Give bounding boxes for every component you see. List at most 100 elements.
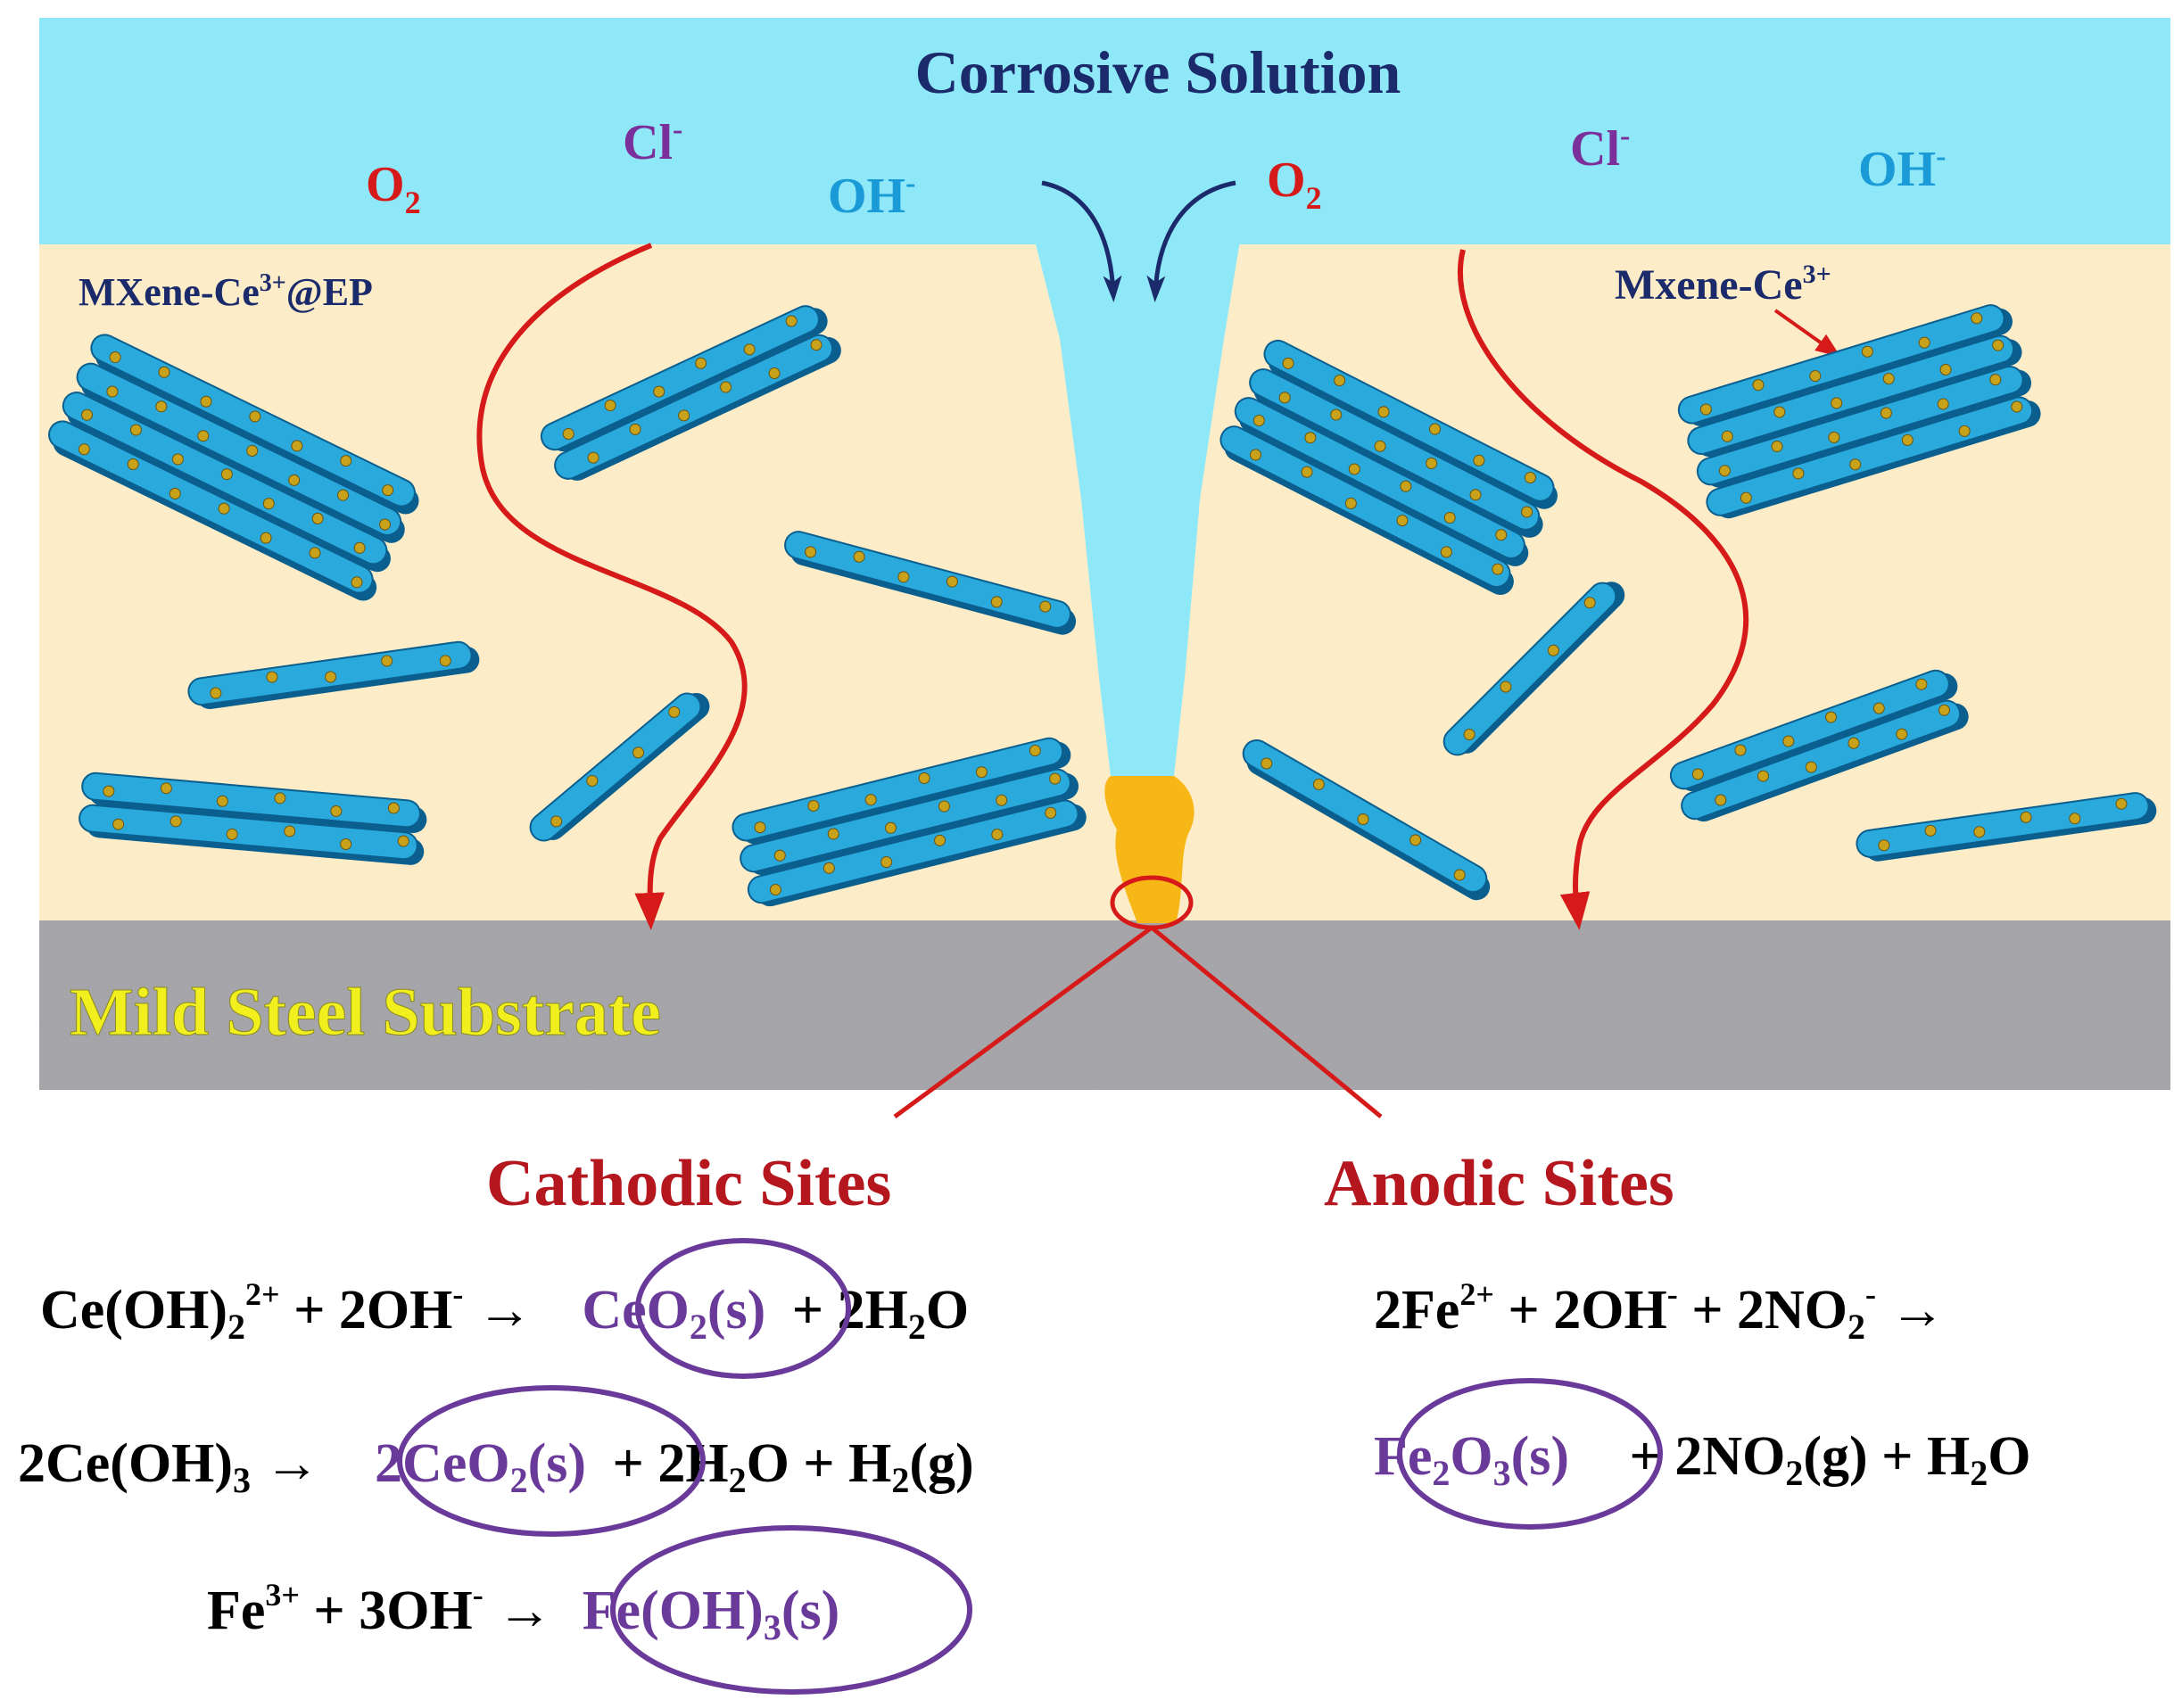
ce-ion-dot-icon (695, 357, 707, 369)
o2-label-left: O2 (366, 157, 421, 220)
ce-ion-dot-icon (1443, 511, 1456, 524)
anodic-sites-title: Anodic Sites (1324, 1147, 1674, 1220)
ce-ion-dot-icon (81, 408, 94, 421)
ce-ion-dot-icon (632, 747, 645, 759)
ce-ion-dot-icon (822, 862, 835, 874)
mxene-flake-icon (79, 771, 427, 865)
ce-ion-dot-icon (769, 884, 781, 896)
ce-ion-dot-icon (1304, 432, 1317, 444)
diffusion-path-arrow-icon (1457, 249, 1749, 930)
ce-ion-dot-icon (284, 825, 296, 837)
ce-ion-dot-icon (1045, 806, 1057, 819)
cathodic-leader-line (893, 925, 1153, 1119)
ce-ion-dot-icon (864, 794, 877, 806)
ce-ion-dot-icon (1924, 824, 1937, 837)
ce-ion-dot-icon (1878, 839, 1890, 852)
ce-ion-dot-icon (158, 366, 170, 378)
mxene-flake-icon (1219, 339, 1558, 596)
ce-ion-dot-icon (340, 455, 352, 467)
coating-label: MXene-Ce3+@EP (79, 269, 373, 314)
ce-ion-dot-icon (1583, 597, 1596, 609)
ce-ion-dot-icon (379, 518, 392, 531)
ce-ion-dot-icon (1958, 425, 1971, 437)
ce-ion-dot-icon (226, 828, 238, 840)
ce-ion-dot-icon (1691, 768, 1704, 780)
ce-ion-dot-icon (1348, 463, 1360, 475)
ce-ion-dot-icon (197, 430, 210, 442)
ce-ion-dot-icon (805, 546, 817, 558)
ce-ion-dot-icon (1752, 379, 1765, 392)
mxene-flake-sheet (1687, 334, 2015, 455)
ce-ion-dot-icon (325, 671, 337, 683)
ce-ion-dot-icon (1715, 794, 1727, 806)
2ceo2-product-circle (397, 1385, 706, 1537)
ce-ion-dot-icon (288, 474, 301, 486)
ce-ion-dot-icon (1426, 457, 1438, 469)
ce-ion-dot-icon (249, 410, 261, 423)
substrate-grain (39, 920, 2170, 1090)
fe2o3-product-circle (1397, 1378, 1663, 1530)
ce-ion-dot-icon (1409, 834, 1422, 846)
ce-ion-dot-icon (1989, 374, 2002, 386)
ce-ion-dot-icon (1524, 472, 1536, 484)
mxene-flake-icon (529, 692, 710, 842)
oh-label-left: OH- (828, 167, 915, 224)
ce-ion-dot-icon (1831, 397, 1843, 409)
o2-label-right: O2 (1267, 153, 1322, 216)
ce-ion-dot-icon (1252, 415, 1265, 427)
ce-ion-dot-icon (1039, 600, 1052, 613)
mxene-flake-sheet (540, 305, 820, 451)
ce-ion-dot-icon (668, 705, 681, 718)
mxene-flake-sheet (740, 768, 1071, 873)
ce-ion-dot-icon (1861, 345, 1873, 358)
inflow-arrow-left (1041, 180, 1122, 302)
ce-ion-dot-icon (1500, 681, 1512, 693)
ce-ion-dot-icon (2069, 813, 2081, 825)
ce-ion-dot-icon (1792, 467, 1805, 480)
ce-ion-dot-icon (1757, 770, 1769, 782)
mxene-flake-icon (1242, 739, 1491, 901)
ce-ion-dot-icon (996, 794, 1008, 806)
ce-ion-dot-icon (629, 423, 641, 435)
ce-ion-dot-icon (127, 458, 139, 470)
ce-ion-dot-icon (1469, 489, 1482, 501)
ce-ion-dot-icon (604, 400, 616, 412)
anodic-leader-line (1150, 926, 1383, 1118)
ce-ion-dot-icon (1938, 704, 1950, 716)
mxene-flake-sheet (1681, 699, 1962, 821)
ce-ion-dot-icon (1718, 465, 1731, 477)
ce-ion-dot-icon (1521, 506, 1533, 518)
ce-ion-dot-icon (946, 575, 958, 588)
ce-ion-dot-icon (260, 532, 272, 544)
ce-ion-dot-icon (1699, 403, 1712, 416)
mxene-flake-sheet (1696, 366, 2024, 486)
ce-ion-dot-icon (1809, 370, 1822, 383)
ce-ion-dot-icon (1473, 454, 1485, 466)
ce-ion-dot-icon (382, 484, 394, 497)
ce-ion-dot-icon (1249, 449, 1261, 461)
ce-ion-dot-icon (1992, 339, 2005, 351)
ce-ion-dot-icon (397, 835, 409, 847)
ce-ion-dot-icon (586, 774, 599, 787)
ce-ion-dot-icon (1377, 406, 1390, 418)
ce-ion-dot-icon (743, 343, 756, 356)
ce-ion-dot-icon (220, 468, 233, 481)
mxene-flake-sheet (747, 799, 1079, 904)
substrate-label: Mild Steel Substrate (70, 975, 661, 1050)
ce-ion-dot-icon (103, 785, 115, 797)
ce-ion-dot-icon (216, 795, 228, 807)
cathodic-equation-2: 2Ce(OH)3 → 2CeO2(s) + 2H2O + H2(g) (18, 1433, 974, 1500)
ce-ion-dot-icon (918, 771, 930, 784)
ce-ion-dot-icon (1312, 778, 1325, 790)
cl-label-left: Cl- (623, 113, 682, 170)
mxene-flake-icon (784, 531, 1077, 635)
ce-ion-dot-icon (1278, 392, 1291, 404)
ce-ion-dot-icon (1872, 702, 1885, 714)
ce-ion-dot-icon (1805, 761, 1817, 773)
ce-ion-dot-icon (885, 821, 897, 834)
ce-ion-dot-icon (337, 489, 350, 501)
ce-ion-dot-icon (2011, 400, 2023, 413)
ce-ion-dot-icon (1915, 678, 1928, 690)
ce-ion-dot-icon (109, 351, 121, 364)
mxene-flake-sheet (732, 737, 1064, 842)
